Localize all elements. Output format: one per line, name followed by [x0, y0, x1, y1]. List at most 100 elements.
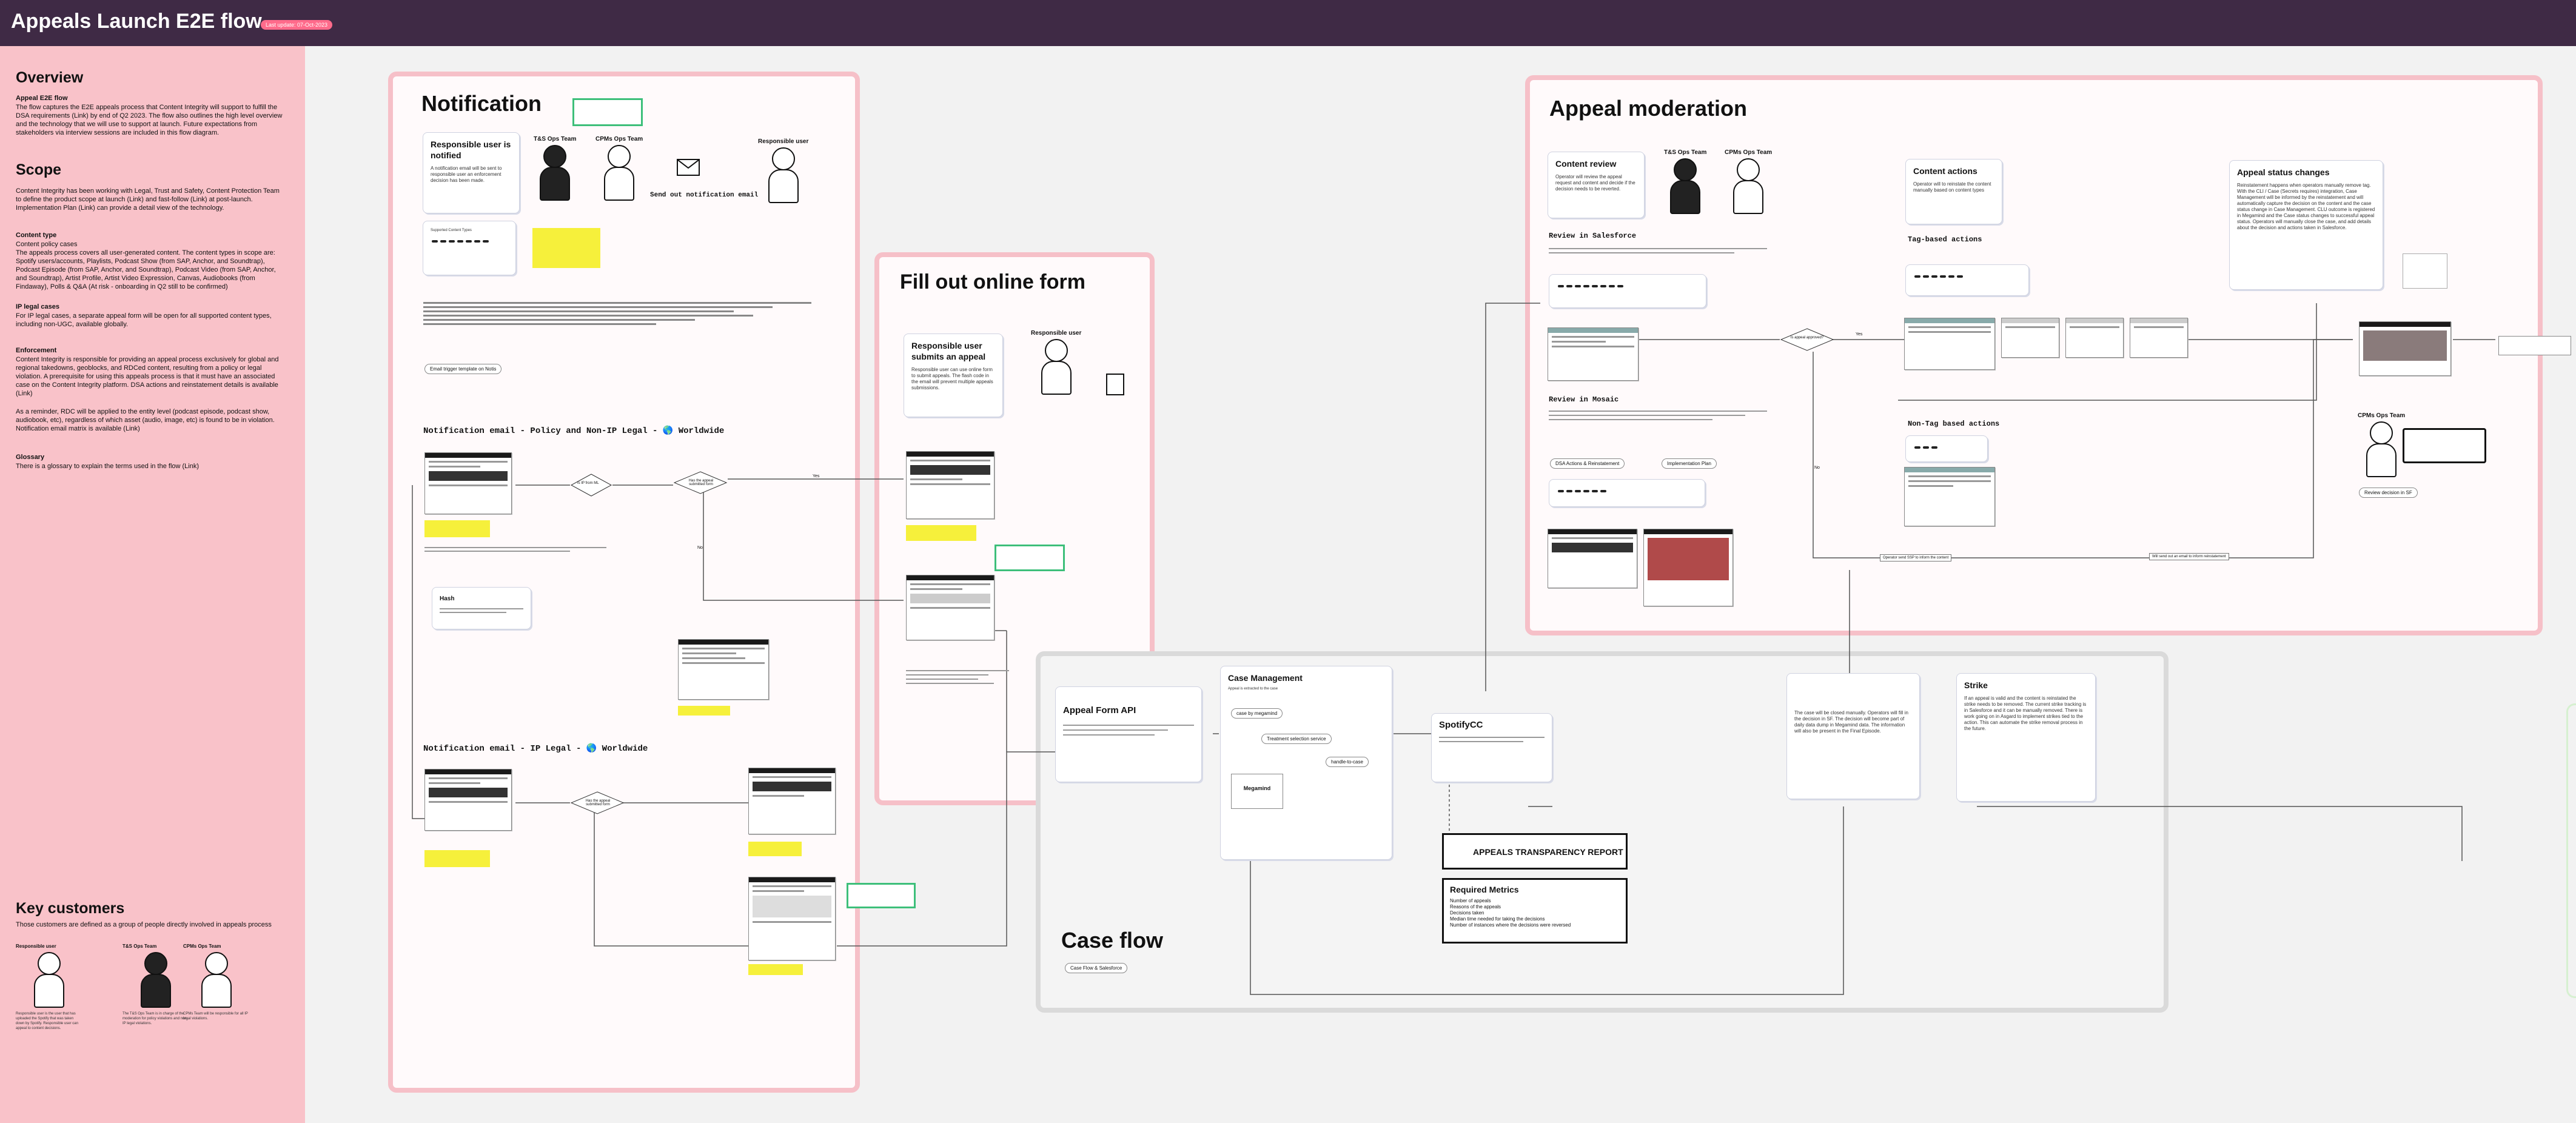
key-customers-text: Those customers are defined as a group o… [16, 921, 272, 928]
card-desc: The case will be closed manually. Operat… [1794, 710, 1908, 734]
tag [1957, 275, 1963, 278]
tag [432, 240, 438, 243]
case-closed-card: The case will be closed manually. Operat… [1786, 673, 1920, 799]
supported-tags-card [1549, 479, 1705, 507]
form-screenshot [906, 575, 995, 640]
mosaic-notes [1549, 407, 1767, 423]
persona-responsible-user: Responsible user [1031, 330, 1081, 395]
tag [474, 240, 480, 243]
tag [1617, 285, 1623, 287]
mosaic-screenshot [1548, 529, 1637, 588]
customer-name: Responsible user [16, 944, 56, 949]
dsa-actions-link[interactable]: DSA Actions & Reinstatement [1550, 458, 1625, 469]
case-node: handle-to-case [1326, 757, 1369, 767]
implementation-plan-link[interactable]: Implementation Plan [1662, 458, 1717, 469]
flow-text: The flow captures the E2E appeals proces… [16, 104, 283, 136]
appeal-form-api-card: Appeal Form API [1055, 686, 1202, 782]
nontag-actions-heading: Non-Tag based actions [1908, 420, 2000, 428]
supported-tags-card [1549, 274, 1706, 308]
tag [483, 240, 489, 243]
case-flow-title: Case flow [1061, 928, 1164, 953]
rdc-text: As a reminder, RDC will be applied to th… [16, 408, 275, 432]
transparency-report-box: APPEALS TRANSPARENCY REPORT [1442, 833, 1628, 870]
megamind-box: Megamind [1231, 774, 1283, 809]
tag-action-screenshot [2065, 318, 2124, 358]
text-line [1063, 725, 1194, 726]
content-type-text: The appeals process covers all user-gene… [16, 249, 276, 290]
person-icon [1044, 339, 1068, 362]
case-node: case by megamind [1231, 708, 1283, 719]
email-template-link[interactable]: Email trigger template on Notis [424, 364, 502, 374]
enforcement-heading: Enforcement [16, 347, 57, 354]
decision-label: Has the appeal submitted form [585, 799, 611, 806]
persona-ts-ops: T&S Ops Team [1664, 149, 1706, 214]
text-line [1549, 252, 1734, 253]
sticky-note [678, 706, 730, 716]
nontag-screenshot [1904, 467, 1995, 526]
key-customers-heading: Key customers [16, 900, 125, 917]
person-body-icon [34, 974, 64, 1008]
metric-item: Reasons of the appeals [1450, 904, 1501, 910]
notes-lines [424, 545, 606, 554]
spotifycc-card: SpotifyCC [1431, 713, 1552, 782]
page-title: Appeals Launch E2E flow [11, 10, 262, 33]
person-body-icon [1670, 180, 1701, 214]
tag [1566, 285, 1572, 287]
metric-item: Median time needed for taking the decisi… [1450, 916, 1545, 922]
tag [1575, 285, 1581, 287]
customer-ts-ops: T&S Ops Team The T&S Ops Team is in char… [122, 944, 189, 1026]
person-icon [1674, 158, 1697, 181]
card-desc: Operator will to reinstate the content m… [1913, 181, 1991, 193]
case-flow-link[interactable]: Case Flow & Salesforce [1065, 963, 1128, 973]
text-line [906, 679, 978, 680]
person-body-icon [1733, 180, 1764, 214]
text-line [424, 547, 606, 548]
text-line [440, 612, 507, 613]
last-update-badge: Last update: 07-Oct-2023 [261, 20, 333, 30]
policy-email-heading: Notification email - Policy and Non-IP L… [423, 426, 725, 436]
sticky-note [906, 525, 976, 541]
card-title: Strike [1964, 680, 1988, 690]
glossary-heading: Glossary [16, 454, 45, 461]
card-title: Content review [1555, 159, 1617, 169]
salesforce-screenshot [1548, 327, 1639, 381]
person-icon [543, 145, 567, 168]
notification-title: Notification [421, 91, 542, 116]
tag [1558, 285, 1564, 287]
persona-cpms-ops: CPMs Ops Team [2358, 412, 2405, 477]
customer-responsible-user: Responsible user Responsible user is the… [16, 944, 82, 1031]
person-body-icon [768, 169, 799, 203]
text-line [423, 302, 811, 304]
megamind-label: Megamind [1243, 785, 1271, 791]
strike-card: Strike If an appeal is valid and the con… [1956, 673, 2096, 802]
text-line [906, 670, 1009, 671]
email-screenshot [424, 452, 512, 514]
person-body-icon [141, 974, 171, 1008]
sticky-note [424, 850, 490, 867]
card-title: Responsible user submits an appeal [911, 341, 986, 361]
tag [1558, 490, 1564, 492]
metric-item: Number of instances where the decisions … [1450, 922, 1571, 928]
ip-heading: IP legal cases [16, 303, 59, 310]
sticky-note [748, 842, 802, 856]
text-line [1549, 248, 1767, 249]
status-screenshot [2359, 321, 2451, 376]
person-icon [38, 952, 61, 975]
text-line [1439, 737, 1545, 738]
fill-form-title: Fill out online form [900, 270, 1085, 293]
tag [1940, 275, 1946, 278]
persona-label: CPMs Ops Team [595, 136, 643, 142]
content-type-heading: Content type [16, 232, 57, 239]
tag-actions-heading: Tag-based actions [1908, 235, 1982, 244]
text-line [423, 319, 695, 321]
persona-label: CPMs Ops Team [1725, 149, 1773, 156]
supported-label: Supported Content Types [431, 229, 472, 232]
persona-cpms-ops: CPMs Ops Team [595, 136, 643, 201]
content-type-sub: Content policy cases [16, 241, 78, 248]
overview-heading: Overview [16, 69, 84, 86]
review-decision-sf-link[interactable]: Review decision in SF [2359, 488, 2418, 498]
text-line [423, 310, 734, 312]
will-send-label: Will send out an email to inform reinsta… [2149, 553, 2229, 560]
persona-label: Responsible user [1031, 330, 1082, 337]
